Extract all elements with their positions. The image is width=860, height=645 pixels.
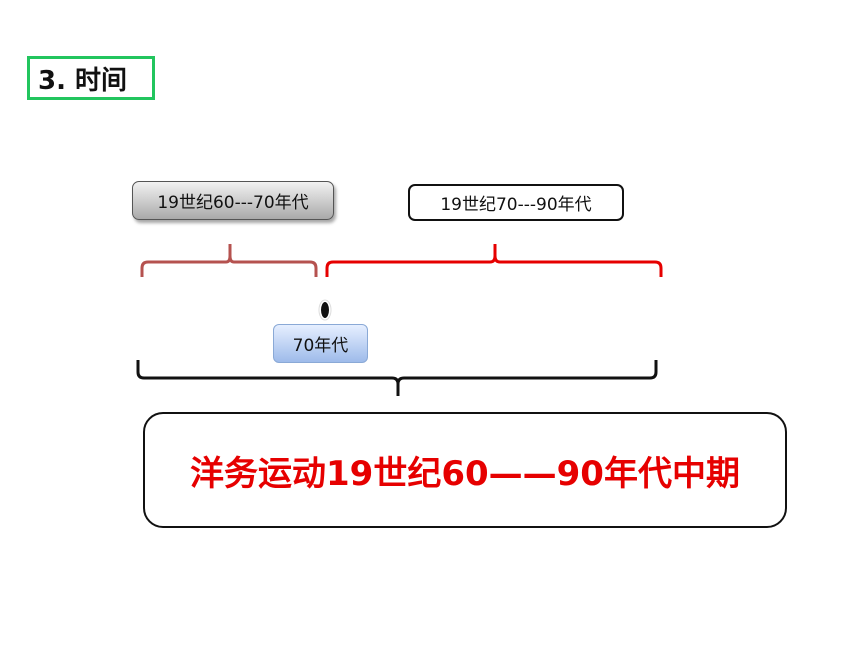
period-early-label: 19世纪60---70年代	[157, 193, 309, 213]
late-period-brace	[325, 244, 663, 277]
summary-box: 洋务运动19世纪60——90年代中期	[143, 412, 787, 528]
section-title-text: 3. 时间	[38, 65, 128, 96]
period-early-box: 19世纪60---70年代	[132, 181, 334, 220]
midpoint-marker-dot	[321, 302, 329, 318]
overall-brace	[136, 360, 658, 396]
midpoint-box: 70年代	[273, 324, 368, 363]
summary-text: 洋务运动19世纪60——90年代中期	[190, 453, 740, 494]
period-late-label: 19世纪70---90年代	[440, 195, 592, 215]
midpoint-label: 70年代	[292, 336, 349, 356]
early-period-brace	[140, 244, 318, 277]
period-late-box: 19世纪70---90年代	[408, 184, 624, 221]
section-title: 3. 时间	[27, 56, 155, 100]
